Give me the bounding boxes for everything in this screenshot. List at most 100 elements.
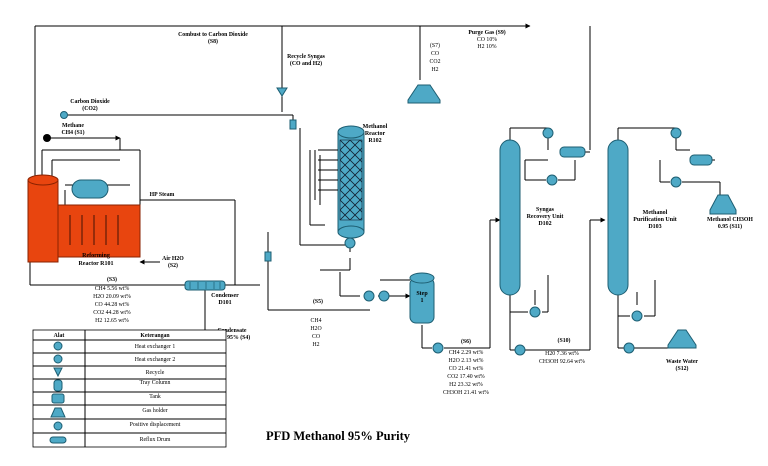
label-ch4-2: CH4 (S1) xyxy=(61,129,84,136)
reflux-drum-d103 xyxy=(689,154,713,166)
label-d102-3: D102 xyxy=(538,221,551,227)
legend-tank-icon xyxy=(51,393,65,404)
label-s7-2: CO xyxy=(431,51,439,57)
legend-row-3: Recycle xyxy=(146,370,165,376)
label-s3-5: CO2 44.28 wt% xyxy=(93,310,131,316)
label-s7-4: H2 xyxy=(431,67,438,73)
label-s3-2: CH4 5.56 wt% xyxy=(95,286,130,292)
recycle-marker-co2 xyxy=(289,119,297,130)
label-s8-1: Combust to Carbon Dioxide xyxy=(178,32,248,38)
legend-reflux-drum-icon xyxy=(49,436,67,444)
label-r102-3: R102 xyxy=(368,138,381,144)
gas-holder-purge xyxy=(407,84,441,104)
label-s10-1: (S10) xyxy=(558,337,571,344)
label-recycle-2: (CO and H2) xyxy=(290,60,322,67)
label-s9-3: H2 10% xyxy=(477,44,496,50)
legend-recycle-icon xyxy=(53,367,63,378)
legend-pump-icon xyxy=(53,421,63,431)
step-1-tank xyxy=(409,272,435,324)
legend-row-5: Tank xyxy=(149,394,161,400)
label-s5-1: (S5) xyxy=(313,298,323,305)
legend-row-7: Positive displacement xyxy=(130,422,181,428)
co2-source xyxy=(60,111,68,119)
syngas-recovery-unit-d102 xyxy=(499,139,521,296)
equipment-labels: Reforming Reactor R101 Condenser D101 Me… xyxy=(78,124,676,306)
stream-labels: Combust to Carbon Dioxide (S8) Purge Gas… xyxy=(61,29,753,396)
label-d103-2: Purification Unit xyxy=(633,217,677,223)
legend-tray-column-icon xyxy=(53,379,63,392)
label-s3-3: H2O 20.09 wt% xyxy=(93,294,131,300)
methane-source xyxy=(43,134,51,142)
legend-header-keterangan: Keterangan xyxy=(140,333,170,339)
label-air-2: (S2) xyxy=(168,262,178,269)
label-recycle-1: Recycle Syngas xyxy=(287,54,326,60)
label-s6-4: CO 21.41 wt% xyxy=(449,366,484,372)
label-s6-6: H2 23.32 wt% xyxy=(449,382,483,388)
legend-row-6: Gas holder xyxy=(142,408,167,414)
label-s3-1: (S3) xyxy=(107,276,117,283)
gas-holder-methanol xyxy=(709,194,737,215)
legend-table: Alat Keterangan Heat exchanger 1 Heat ex… xyxy=(32,329,227,448)
label-r102-2: Reactor xyxy=(365,131,386,137)
legend-hx2-icon xyxy=(53,354,63,364)
label-s5-2: CH4 xyxy=(311,318,322,324)
diagram-title: PFD Methanol 95% Purity xyxy=(266,429,411,443)
pumps xyxy=(432,174,682,356)
label-r102-1: Methanol xyxy=(363,124,388,130)
label-co2-2: (CO2) xyxy=(82,105,98,112)
label-s7-3: CO2 xyxy=(430,59,441,65)
reflux-drum-d102 xyxy=(559,146,586,158)
label-air-1: Air H2O xyxy=(162,256,184,262)
legend-row-4: Tray Column xyxy=(140,380,171,386)
label-r101-1: Reforming xyxy=(82,253,110,259)
legend-row-1: Heat exchanger 1 xyxy=(135,344,176,350)
label-co2-1: Carbon Dioxide xyxy=(70,99,110,105)
label-meoh-2: 0.95 (S11) xyxy=(718,223,742,230)
label-d103-1: Methanol xyxy=(643,210,668,216)
recycle-marker-top xyxy=(276,87,288,97)
label-s5-5: H2 xyxy=(312,342,319,348)
methanol-reactor-r102 xyxy=(314,125,365,239)
reforming-reactor-r101 xyxy=(27,174,141,263)
label-cond-2: H2O 95% (S4) xyxy=(214,334,250,341)
label-s7-1: (S7) xyxy=(430,42,440,49)
label-ch4-1: Methane xyxy=(62,123,84,129)
label-cond-1: Condensate xyxy=(218,328,247,334)
label-d102-1: Syngas xyxy=(536,207,555,213)
label-s9-2: CO 10% xyxy=(477,37,497,43)
label-step1-2: 1 xyxy=(421,298,424,304)
label-ww-1: Waste Water xyxy=(666,359,698,365)
label-d101-1: Condenser xyxy=(211,293,239,299)
condenser-d101 xyxy=(184,280,226,291)
waste-water-tank xyxy=(667,329,697,349)
legend-row-8: Reflux Drum xyxy=(140,436,171,443)
label-r101-2: Reactor R101 xyxy=(78,261,113,267)
label-s5-4: CO xyxy=(312,334,320,340)
label-s6-7: CH3OH 21.41 wt% xyxy=(443,390,489,396)
legend-gas-holder-icon xyxy=(50,407,66,418)
label-s6-2: CH4 2.29 wt% xyxy=(449,350,484,356)
piping xyxy=(29,23,721,351)
label-s10-2: H20 7.36 wt% xyxy=(545,351,579,357)
recycle-marker-s5 xyxy=(264,251,272,262)
label-s3-6: H2 12.65 wt% xyxy=(95,318,129,324)
label-step1-1: Step xyxy=(416,291,428,297)
label-hp-steam: HP Steam xyxy=(150,192,175,198)
heat-exchangers xyxy=(344,127,682,322)
label-s9-1: Purge Gas (S9) xyxy=(468,29,505,36)
label-s10-3: CH3OH 92.64 wt% xyxy=(539,359,585,365)
label-s6-1: (S6) xyxy=(461,338,471,345)
legend-row-2: Heat exchanger 2 xyxy=(135,357,176,363)
legend-hx1-icon xyxy=(53,341,63,351)
methanol-purification-unit-d103 xyxy=(607,139,629,296)
label-s8-2: (S8) xyxy=(208,38,218,45)
label-meoh-1: Methanol CH3OH xyxy=(707,217,753,223)
label-d103-3: D103 xyxy=(648,224,661,230)
label-d102-2: Recovery Unit xyxy=(527,214,564,220)
label-d101-2: D101 xyxy=(218,300,231,306)
label-ww-2: (S12) xyxy=(676,365,689,372)
legend-header-alat: Alat xyxy=(54,333,65,339)
label-s6-5: CO2 17.40 wt% xyxy=(447,374,485,380)
label-s5-3: H2O xyxy=(310,326,321,332)
